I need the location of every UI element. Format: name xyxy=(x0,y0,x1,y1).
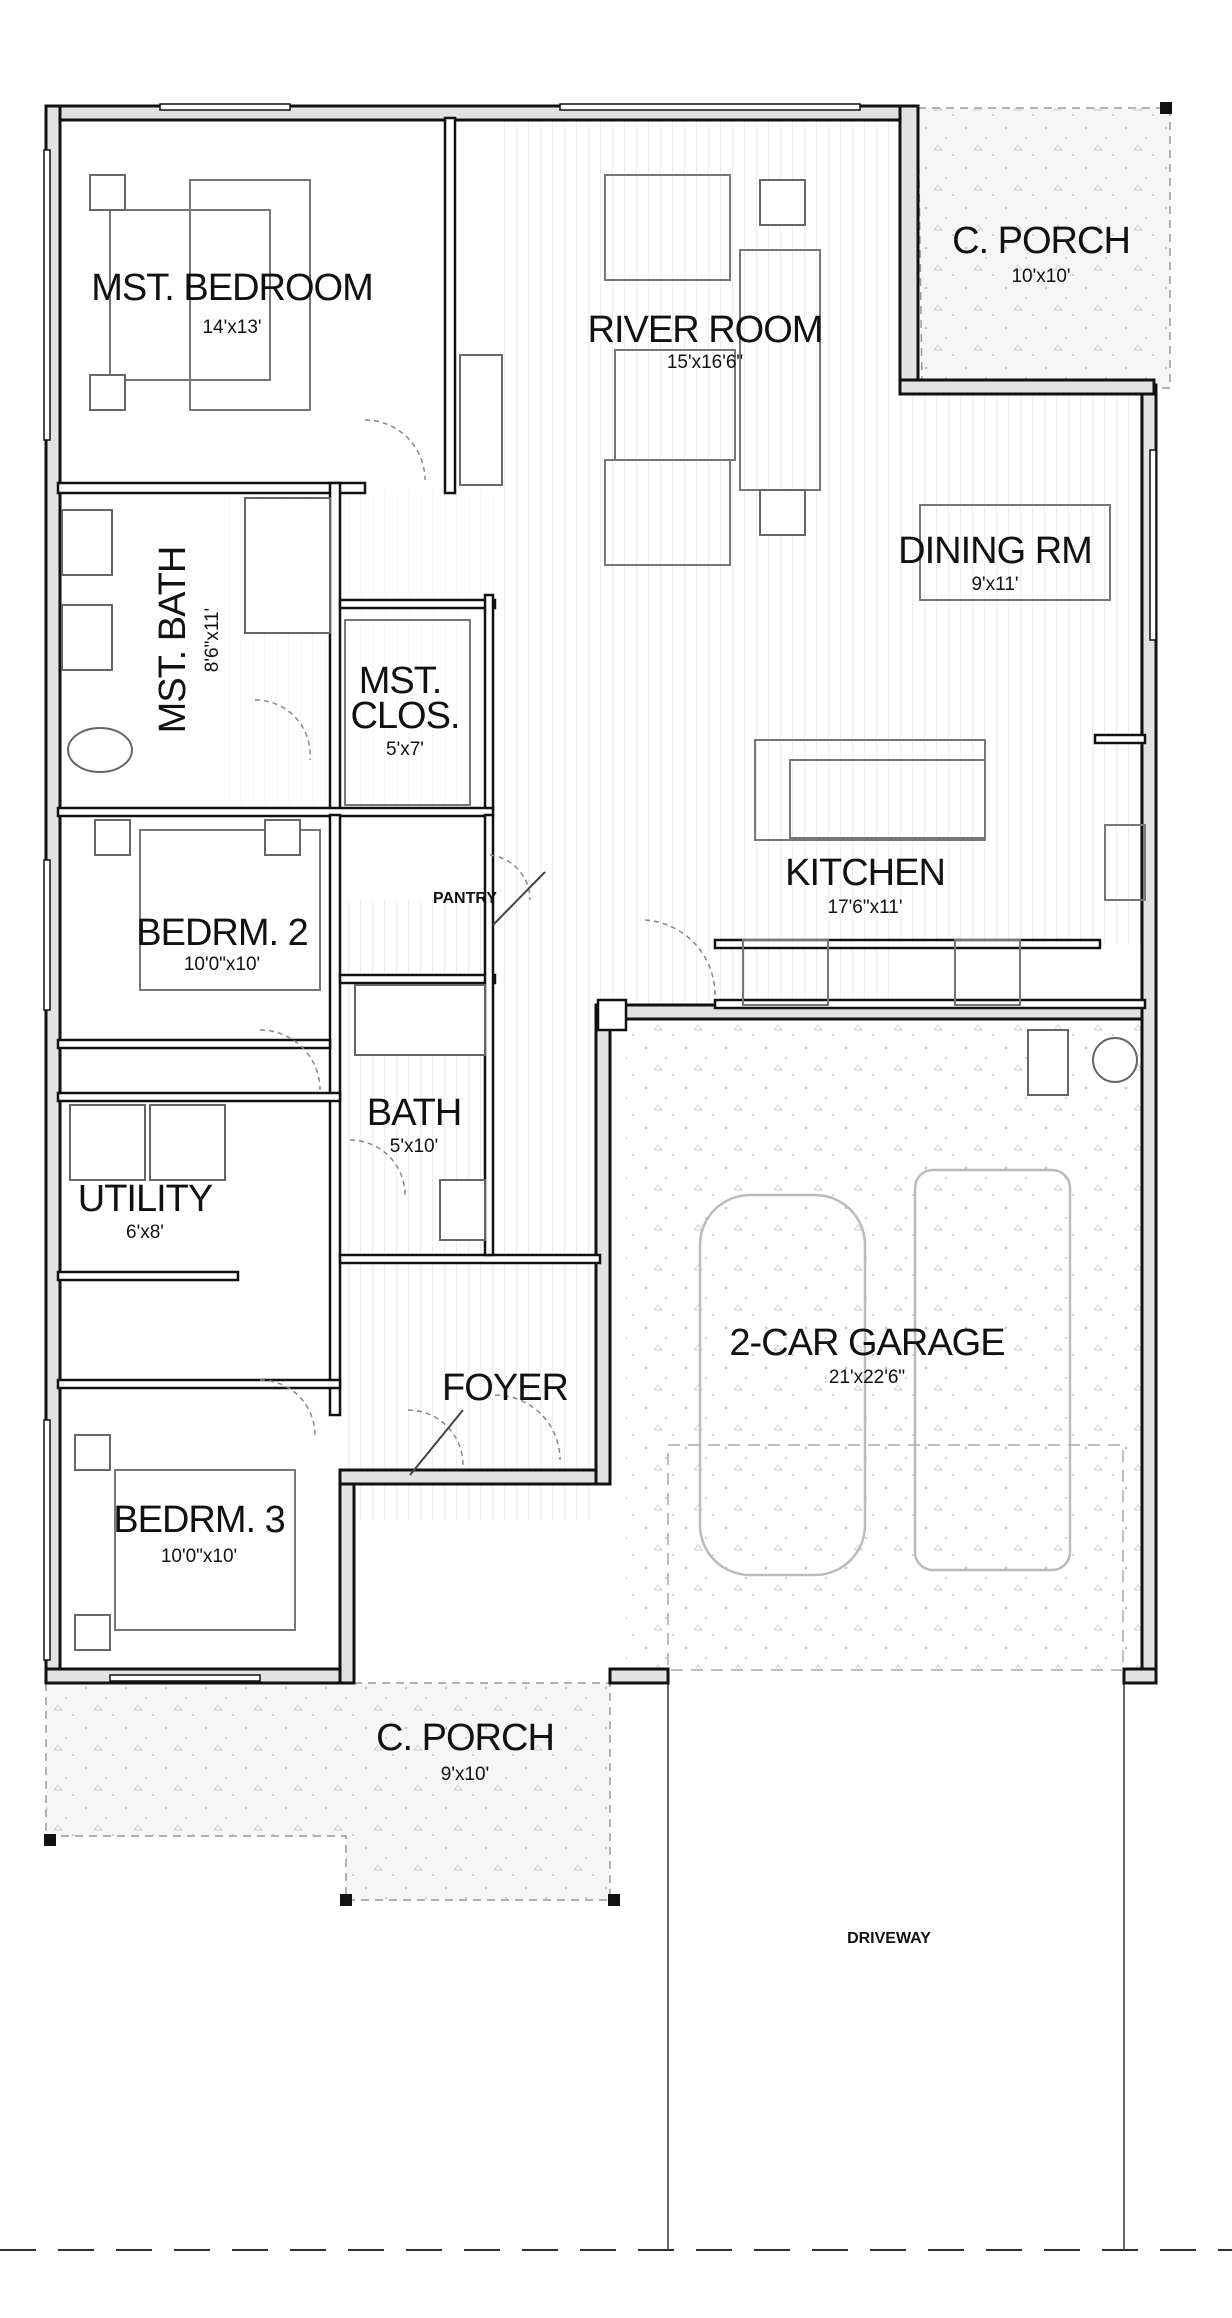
bath-dim: 5'x10' xyxy=(390,1136,438,1157)
doors xyxy=(254,419,716,1476)
bedroom-2-dim: 10'0"x10' xyxy=(184,954,260,975)
foyer-name: FOYER xyxy=(442,1367,568,1409)
bath-sink xyxy=(439,1179,486,1241)
front-porch-dim: 9'x10' xyxy=(441,1764,489,1785)
bathtub xyxy=(354,984,486,1056)
kitchen-sink xyxy=(1104,824,1146,901)
dining-table xyxy=(919,504,1111,601)
bedroom-2-bed xyxy=(139,829,321,991)
range xyxy=(954,939,1021,1006)
front-porch-name: C. PORCH xyxy=(376,1717,554,1759)
vanity-sink xyxy=(61,509,113,576)
nightstand xyxy=(89,374,126,411)
porch-post xyxy=(608,1894,620,1906)
utility-name: UTILITY xyxy=(78,1178,213,1220)
dining-room-dim: 9'x11' xyxy=(971,574,1018,595)
bedroom-3-name: BEDRM. 3 xyxy=(113,1499,284,1541)
master-bedroom-name: MST. BEDROOM xyxy=(91,267,372,309)
truck xyxy=(913,1168,1072,1572)
windows xyxy=(43,103,1157,1682)
vanity-sink xyxy=(61,604,113,671)
master-closet-name-line2: CLOS. xyxy=(350,695,459,737)
river-room-dim: 15'x16'6" xyxy=(667,352,743,373)
car xyxy=(698,1193,867,1577)
driveway-name: DRIVEWAY xyxy=(847,1930,931,1947)
bedroom-3-dim: 10'0"x10' xyxy=(161,1546,237,1567)
master-closet-name-line1: MST. xyxy=(359,660,442,702)
kitchen-dim: 17'6"x11' xyxy=(828,897,903,918)
interior-walls xyxy=(56,116,1147,1417)
kitchen-name: KITCHEN xyxy=(785,852,945,894)
porch-post xyxy=(1160,102,1172,114)
exterior-walls xyxy=(44,104,1158,1685)
master-bath-name: MST. BATH xyxy=(152,547,194,734)
dining-room-name: DINING RM xyxy=(898,530,1092,572)
washer xyxy=(69,1104,146,1181)
garage-name: 2-CAR GARAGE xyxy=(729,1322,1004,1364)
utility-dim: 6'x8' xyxy=(126,1222,164,1243)
pantry-name: PANTRY xyxy=(433,890,497,907)
driveway-area xyxy=(0,1683,1232,2251)
garage-cars xyxy=(667,1168,1124,1671)
room-labels: MST. BEDROOM 14'x13' RIVER ROOM 15'x16'6… xyxy=(78,220,1131,1947)
refrigerator xyxy=(742,939,829,1006)
rear-porch-name: C. PORCH xyxy=(952,220,1130,262)
bedroom-3-bed xyxy=(114,1469,296,1631)
furniture xyxy=(61,174,1146,1651)
master-closet-dim: 5'x7' xyxy=(386,739,424,760)
river-room-name: RIVER ROOM xyxy=(588,309,823,351)
bedroom-2-name: BEDRM. 2 xyxy=(136,912,307,954)
rear-porch-dim: 10'x10' xyxy=(1011,266,1070,287)
master-bath-dim: 8'6"x11' xyxy=(202,608,223,672)
rear-porch-texture xyxy=(918,108,1170,388)
shower xyxy=(244,497,331,634)
bath-name: BATH xyxy=(367,1092,462,1134)
garage-dim: 21'x22'6" xyxy=(829,1367,905,1388)
master-bedroom-dim: 14'x13' xyxy=(202,317,261,338)
porch-post xyxy=(44,1834,56,1846)
porch-post xyxy=(340,1894,352,1906)
water-heater xyxy=(1027,1029,1069,1096)
dryer xyxy=(149,1104,226,1181)
porches xyxy=(44,102,1172,1906)
nightstand xyxy=(89,174,126,211)
toilet xyxy=(67,727,133,773)
water-softener xyxy=(1092,1037,1138,1083)
front-porch-texture xyxy=(46,1683,610,1900)
fireplace xyxy=(459,354,503,486)
garage-door-overhead xyxy=(667,1444,1124,1671)
